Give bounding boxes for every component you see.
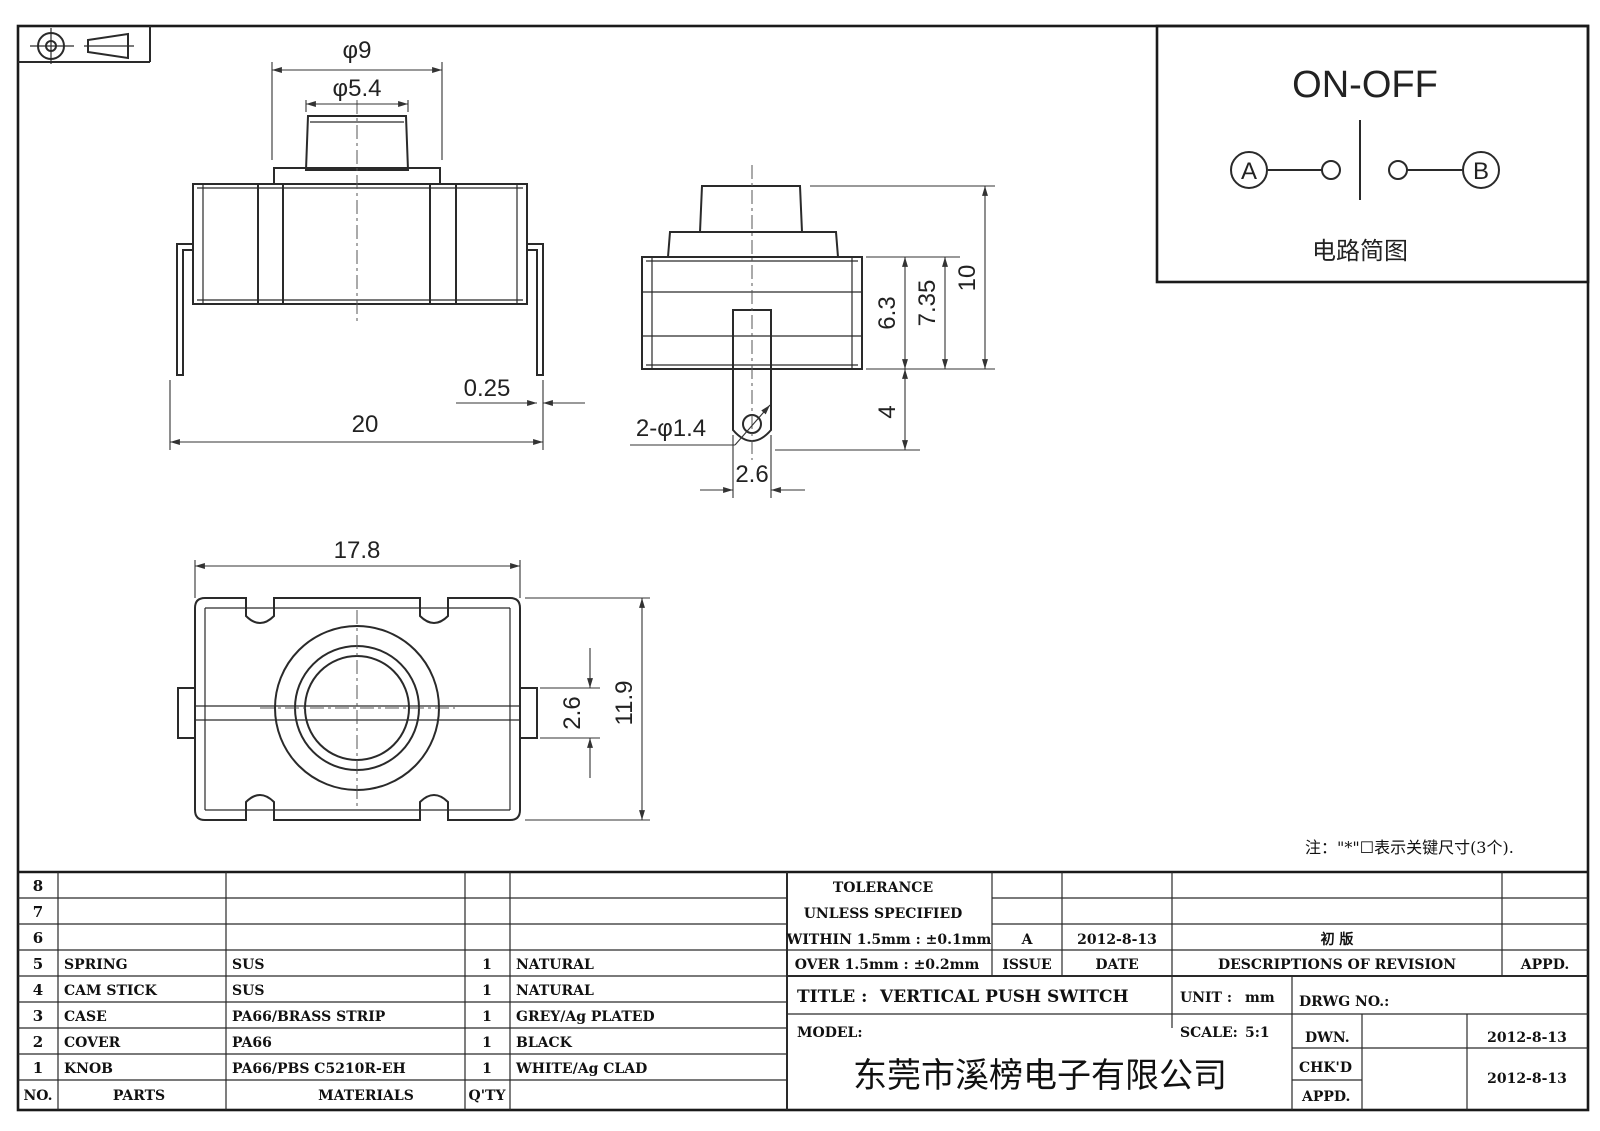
dim-phi9: φ9 (343, 37, 372, 64)
dwn-date: 2012-8-13 (1487, 1030, 1567, 1046)
tolerance-line-3: WITHIN 1.5mm : ±0.1mm (786, 932, 992, 948)
circuit-title: ON-OFF (1292, 64, 1438, 106)
circuit-diagram: ON-OFF A B 电路简图 (1155, 24, 1590, 284)
dim-2-6-slot: 2.6 (559, 696, 586, 729)
description-label: DESCRIPTIONS OF REVISION (1218, 957, 1456, 973)
bom-part-1: KNOB (64, 1061, 113, 1077)
unit-label: UNIT : (1180, 990, 1232, 1006)
dim-4: 4 (874, 405, 901, 418)
top-view-dimensions: 17.8 11.9 2.6 (194, 537, 650, 821)
dim-phi5-4: φ5.4 (333, 75, 382, 102)
circuit-caption: 电路简图 (1312, 237, 1408, 265)
bom-part-4: CAM STICK (64, 983, 158, 999)
bom-material-2: PA66 (232, 1035, 272, 1051)
date-label: DATE (1095, 957, 1138, 973)
revision-issue: A (1021, 932, 1034, 948)
dim-6-3: 6.3 (874, 296, 901, 329)
bom-no-3: 3 (33, 1007, 43, 1025)
revision-description: 初 版 (1321, 931, 1354, 948)
top-view (177, 597, 538, 821)
issue-label: ISSUE (1002, 957, 1051, 973)
bom-qty-4: 1 (482, 983, 492, 999)
bom-no-6: 6 (33, 929, 43, 947)
scale-value: 5:1 (1245, 1025, 1270, 1041)
bom-material-3: PA66/BRASS STRIP (232, 1009, 386, 1025)
bom-no-5: 5 (33, 955, 43, 973)
bom-part-5: SPRING (64, 957, 128, 973)
bom-finish-3: GREY/Ag PLATED (516, 1009, 655, 1025)
drawing-frame (16, 24, 1590, 1112)
terminal-b-icon (1462, 151, 1500, 189)
bom-finish-2: BLACK (516, 1035, 573, 1051)
terminal-b-label: B (1473, 158, 1489, 185)
bom-part-3: CASE (64, 1009, 107, 1025)
bom-material-5: SUS (232, 957, 264, 973)
bom-table: 8 7 6 5 SPRING SUS 1 NATURAL 4 CAM STICK… (23, 877, 654, 1104)
bom-material-1: PA66/PBS C5210R-EH (232, 1061, 406, 1077)
tolerance-line-4: OVER 1.5mm : ±0.2mm (795, 957, 980, 973)
tolerance-line-2: UNLESS SPECIFIED (804, 906, 963, 922)
revision-date: 2012-8-13 (1077, 932, 1157, 948)
title-label: TITLE : (797, 987, 867, 1007)
bom-finish-5: NATURAL (516, 957, 594, 973)
key-dimension-note: 注："*"☐表示关键尺寸(3个). (1305, 838, 1514, 857)
unit-value: mm (1245, 990, 1275, 1006)
bom-header-materials: MATERIALS (318, 1088, 414, 1104)
terminal-a-label: A (1241, 158, 1257, 185)
bom-qty-5: 1 (482, 957, 492, 973)
front-view (176, 100, 544, 376)
chkd-label: CHK'D (1299, 1060, 1352, 1076)
contact-b-icon (1388, 160, 1408, 180)
bom-qty-2: 1 (482, 1035, 492, 1051)
title-info: TITLE : VERTICAL PUSH SWITCH UNIT : mm D… (797, 987, 1567, 1105)
bom-qty-3: 1 (482, 1009, 492, 1025)
dwn-label: DWN. (1305, 1030, 1350, 1046)
chkd-date: 2012-8-13 (1487, 1071, 1567, 1087)
bom-header-qty: Q'TY (469, 1088, 507, 1104)
dim-0-25: 0.25 (464, 375, 511, 402)
drwg-no-label: DRWG NO.: (1299, 994, 1389, 1010)
bom-qty-1: 1 (482, 1061, 492, 1077)
company-name: 东莞市溪榜电子有限公司 (853, 1056, 1227, 1096)
dim-2-6-pitch: 2.6 (735, 461, 768, 488)
dim-20: 20 (352, 411, 379, 438)
dim-2-phi1-4: 2-φ1.4 (636, 415, 706, 442)
side-view (641, 165, 863, 460)
dim-17-8: 17.8 (334, 537, 381, 564)
bom-finish-1: WHITE/Ag CLAD (515, 1061, 647, 1077)
bom-no-7: 7 (33, 903, 43, 921)
contact-a-icon (1321, 160, 1341, 180)
bom-no-4: 4 (33, 981, 43, 999)
scale-label: SCALE: (1180, 1025, 1238, 1041)
title-block (18, 870, 1588, 1110)
dim-7-35: 7.35 (914, 280, 941, 327)
bom-part-2: COVER (64, 1035, 121, 1051)
revision-appd-label: APPD. (1520, 957, 1569, 973)
dim-11-9: 11.9 (611, 681, 638, 726)
dim-10: 10 (954, 265, 981, 292)
appd-label: APPD. (1301, 1089, 1350, 1105)
front-view-dimensions: φ9 φ5.4 20 0.25 (169, 37, 585, 450)
tolerance-block: TOLERANCE UNLESS SPECIFIED WITHIN 1.5mm … (786, 880, 992, 973)
bom-no-1: 1 (33, 1059, 43, 1077)
bom-header-no: NO. (23, 1088, 52, 1104)
terminal-a-icon (1230, 151, 1268, 189)
drawing-title: VERTICAL PUSH SWITCH (879, 987, 1129, 1007)
revision-block: A 2012-8-13 初 版 ISSUE DATE DESCRIPTIONS … (1002, 931, 1569, 973)
model-label: MODEL: (797, 1025, 863, 1041)
bom-no-8: 8 (33, 877, 43, 895)
bom-header-parts: PARTS (113, 1088, 165, 1104)
side-view-dimensions: 10 7.35 6.3 4 2.6 2-φ1.4 (630, 185, 995, 498)
projection-symbol-icon (18, 26, 151, 64)
bom-no-2: 2 (33, 1033, 43, 1051)
bom-material-4: SUS (232, 983, 264, 999)
bom-finish-4: NATURAL (516, 983, 594, 999)
tolerance-line-1: TOLERANCE (833, 880, 933, 896)
